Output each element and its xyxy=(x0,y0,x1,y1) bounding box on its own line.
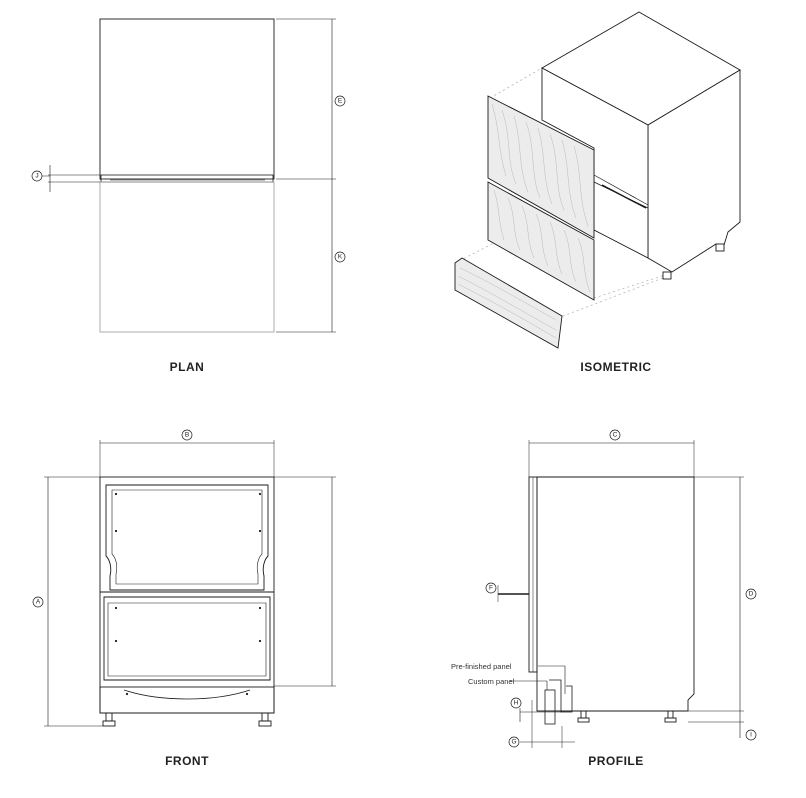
profile-feet xyxy=(577,710,677,723)
dimension-j-bubble: J xyxy=(31,170,43,182)
svg-text:K: K xyxy=(338,254,343,261)
dimension-d-bubble: D xyxy=(745,588,757,600)
svg-text:G: G xyxy=(511,739,516,746)
dimension-b-bubble: B xyxy=(181,429,193,441)
callout-leader-prefinished xyxy=(538,665,566,694)
dimension-bubbles: E K J B A C D I xyxy=(31,95,757,748)
isometric-view-title: ISOMETRIC xyxy=(580,360,652,374)
svg-text:E: E xyxy=(338,98,343,105)
dimension-g-bubble: G xyxy=(508,736,520,748)
front-feet xyxy=(102,712,272,727)
front-view xyxy=(44,440,336,727)
svg-text:H: H xyxy=(514,700,519,707)
callout-leader-custom xyxy=(510,680,548,690)
profile-view-title: PROFILE xyxy=(588,754,644,768)
svg-text:F: F xyxy=(489,585,493,592)
svg-text:J: J xyxy=(35,173,38,180)
dimension-i-bubble: I xyxy=(745,729,757,741)
front-upper-drawer xyxy=(105,484,269,591)
dimension-e-bubble: E xyxy=(334,95,346,107)
profile-toe-kick xyxy=(549,679,573,713)
dimension-c-bubble: C xyxy=(609,429,621,441)
callout-custom-panel: Custom panel xyxy=(468,677,515,686)
profile-cabinet-body xyxy=(536,476,695,712)
dimension-h-bubble: H xyxy=(510,697,522,709)
dimension-f-bubble: F xyxy=(485,582,497,594)
isometric-foot xyxy=(715,243,725,252)
isometric-view xyxy=(454,11,741,349)
dimension-a-bubble: A xyxy=(32,596,44,608)
callout-prefinished-panel: Pre-finished panel xyxy=(451,662,512,671)
front-lower-drawer xyxy=(103,596,271,681)
plan-view xyxy=(38,18,336,333)
plan-drawer-extension xyxy=(99,181,275,333)
front-base xyxy=(99,686,275,714)
isometric-foot xyxy=(662,271,672,280)
wood-grain xyxy=(491,103,591,293)
plan-door-panel xyxy=(100,174,274,183)
svg-text:D: D xyxy=(749,591,754,598)
profile-view xyxy=(497,440,744,748)
front-cabinet-outline xyxy=(99,476,275,714)
plan-cabinet-body xyxy=(99,18,275,180)
front-view-title: FRONT xyxy=(165,754,209,768)
isometric-upper-door-panel xyxy=(487,95,595,239)
svg-text:I: I xyxy=(750,732,752,739)
plan-view-title: PLAN xyxy=(169,360,205,374)
svg-text:C: C xyxy=(613,432,618,439)
svg-text:B: B xyxy=(185,432,189,439)
isometric-lower-door-panel xyxy=(487,181,595,301)
svg-text:A: A xyxy=(36,599,41,606)
dimension-k-bubble: K xyxy=(334,251,346,263)
front-screw-dots xyxy=(114,492,262,696)
isometric-drawer-handle xyxy=(601,184,647,209)
